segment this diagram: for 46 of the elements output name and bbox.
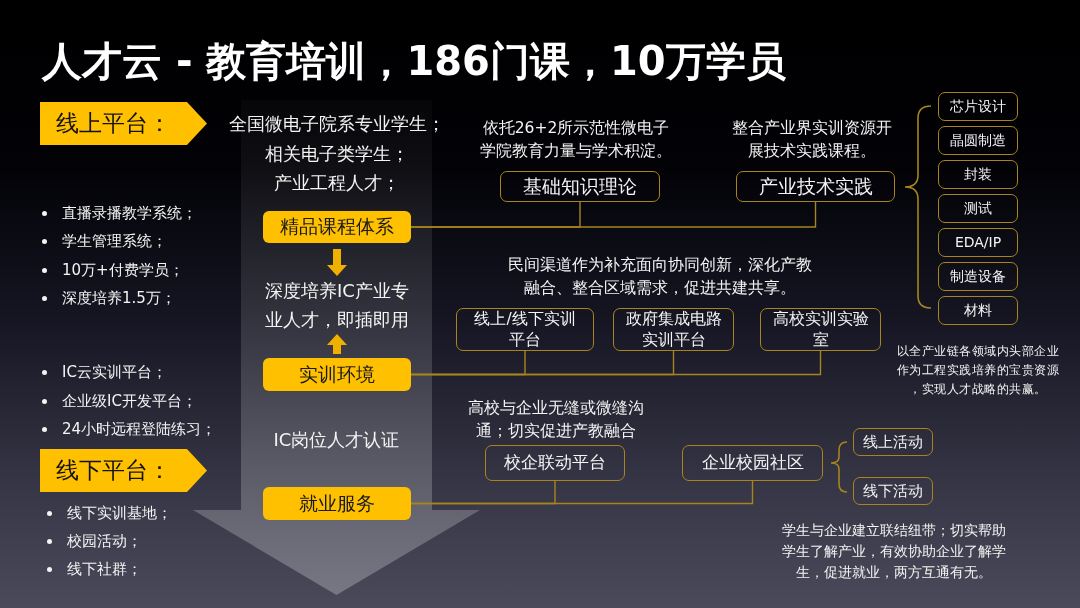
process-box: 基础知识理论 bbox=[500, 171, 660, 202]
process-box: 测试 bbox=[938, 194, 1018, 223]
slide-title: 人才云 - 教育培训，186门课，10万学员 bbox=[42, 38, 786, 84]
list-item-text: IC云实训平台； bbox=[62, 362, 167, 383]
body-text: 全国微电子院系专业学生； bbox=[228, 112, 445, 136]
process-box: 芯片设计 bbox=[938, 92, 1018, 121]
caption-text: 依托26+2所示范性微电子学院教育力量与学术积淀。 bbox=[480, 118, 672, 162]
process-box: 制造设备 bbox=[938, 262, 1018, 291]
caption-text: 高校与企业无缝或微缝沟通；切实促进产教融合 bbox=[467, 398, 645, 442]
process-box: 线下活动 bbox=[853, 477, 933, 505]
highlight-box: 精品课程体系 bbox=[263, 211, 411, 243]
process-box: 材料 bbox=[938, 296, 1018, 325]
list-item-text: 学生管理系统； bbox=[62, 231, 167, 252]
section-banner: 线上平台： bbox=[40, 102, 207, 145]
list-item-text: 深度培养1.5万； bbox=[62, 288, 176, 309]
process-box: 线上/线下实训平台 bbox=[456, 308, 594, 351]
list-item-text: 线下实训基地； bbox=[67, 503, 172, 524]
note-text: 学生与企业建立联结纽带；切实帮助学生了解产业，有效协助企业了解学生，促进就业，两方互通有无。 bbox=[781, 521, 1007, 582]
process-box: 晶圆制造 bbox=[938, 126, 1018, 155]
section-banner: 线下平台： bbox=[40, 449, 207, 492]
process-box: 高校实训实验室 bbox=[760, 308, 881, 351]
body-text: 深度培养IC产业专业人才，即插即用 bbox=[261, 276, 413, 334]
process-box: 封装 bbox=[938, 160, 1018, 189]
caption-text: 整合产业界实训资源开展技术实践课程。 bbox=[731, 118, 893, 162]
process-box: 产业技术实践 bbox=[736, 171, 895, 202]
process-box: 政府集成电路实训平台 bbox=[613, 308, 734, 351]
process-box: EDA/IP bbox=[938, 228, 1018, 257]
list-item-text: 企业级IC开发平台； bbox=[62, 391, 197, 412]
connector-line bbox=[410, 480, 754, 505]
connector-line bbox=[410, 350, 822, 376]
body-text: IC岗位人才认证 bbox=[273, 428, 400, 452]
body-text: 相关电子类学生； bbox=[264, 142, 409, 166]
process-box: 线上活动 bbox=[853, 428, 933, 456]
process-box: 校企联动平台 bbox=[485, 445, 625, 481]
highlight-box: 实训环境 bbox=[263, 358, 411, 391]
list-item-text: 线下社群； bbox=[67, 559, 142, 580]
list-item-text: 直播录播教学系统； bbox=[62, 203, 197, 224]
list-item-text: 24小时远程登陆练习； bbox=[62, 419, 217, 440]
process-box: 企业校园社区 bbox=[682, 445, 823, 481]
connector-line bbox=[410, 201, 817, 228]
note-text: 以全产业链各领域内头部企业作为工程实践培养的宝贵资源，实现人才战略的共赢。 bbox=[895, 343, 1061, 398]
highlight-box: 就业服务 bbox=[263, 487, 411, 520]
list-item-text: 10万+付费学员； bbox=[62, 260, 184, 281]
list-item-text: 校园活动； bbox=[67, 531, 142, 552]
body-text: 产业工程人才； bbox=[273, 171, 400, 195]
note-text: 民间渠道作为补充面向协同创新，深化产教融合、整合区域需求，促进共建共享。 bbox=[508, 255, 812, 299]
